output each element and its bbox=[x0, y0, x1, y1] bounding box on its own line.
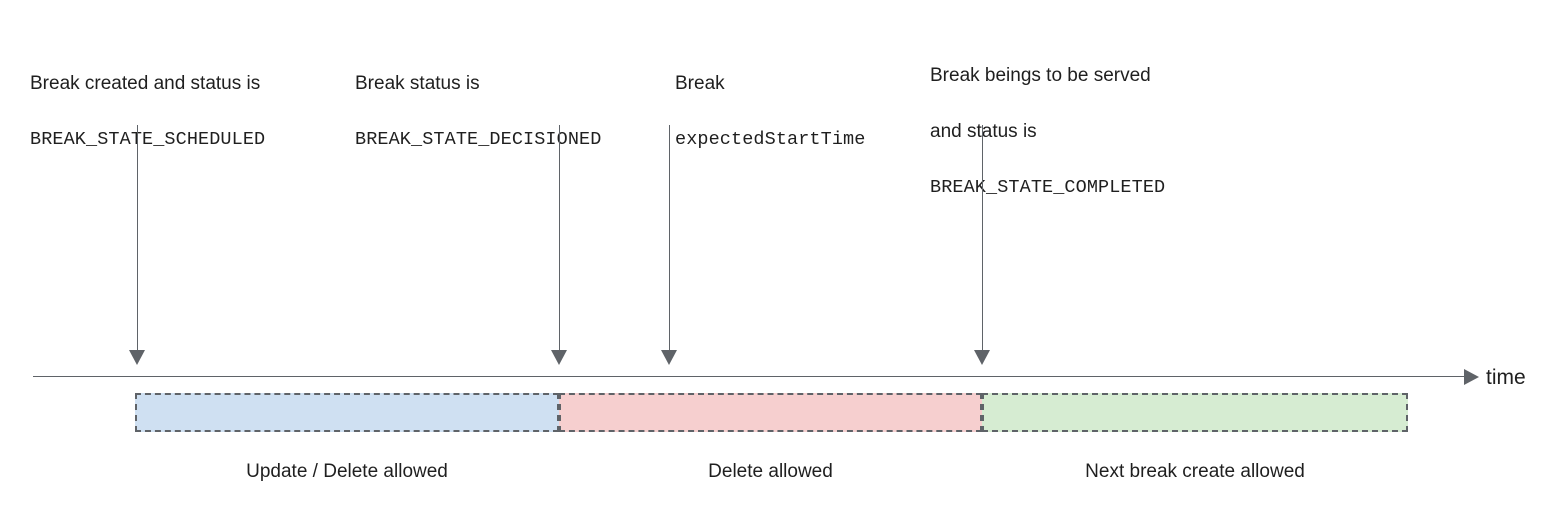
pointer-arrow-expected-start-time-line bbox=[669, 125, 670, 350]
phase-caption-delete-only: Delete allowed bbox=[708, 461, 833, 482]
annotation-expected-start-time-line2: expectedStartTime bbox=[675, 129, 866, 150]
pointer-arrow-expected-start-time-head bbox=[661, 350, 677, 365]
annotation-decisioned-line1: Break status is bbox=[355, 73, 480, 94]
annotation-completed-line3: BREAK_STATE_COMPLETED bbox=[930, 177, 1166, 198]
phase-caption-next-break: Next break create allowed bbox=[1085, 461, 1305, 482]
annotation-completed-line2: and status is bbox=[930, 121, 1037, 142]
pointer-arrow-completed-head bbox=[974, 350, 990, 365]
phase-bar-update-delete bbox=[135, 393, 559, 432]
phase-bar-next-break bbox=[982, 393, 1408, 432]
annotation-completed: Break beings to be served and status is … bbox=[930, 34, 1250, 230]
phase-bar-delete-only bbox=[559, 393, 982, 432]
time-axis-line bbox=[33, 376, 1465, 377]
annotation-decisioned-line2: BREAK_STATE_DECISIONED bbox=[355, 129, 602, 150]
pointer-arrow-decisioned-line bbox=[559, 125, 560, 350]
annotation-scheduled-line1: Break created and status is bbox=[30, 73, 261, 94]
annotation-expected-start-time-line1: Break bbox=[675, 73, 725, 94]
arrow-right-icon bbox=[1464, 369, 1479, 385]
annotation-expected-start-time: Break expectedStartTime bbox=[675, 42, 925, 182]
annotation-scheduled: Break created and status is BREAK_STATE_… bbox=[30, 42, 350, 182]
pointer-arrow-scheduled-head bbox=[129, 350, 145, 365]
phase-caption-update-delete: Update / Delete allowed bbox=[246, 461, 448, 482]
annotation-completed-line1: Break beings to be served bbox=[930, 65, 1151, 86]
time-axis-label: time bbox=[1486, 366, 1526, 389]
annotation-scheduled-line2: BREAK_STATE_SCHEDULED bbox=[30, 129, 266, 150]
pointer-arrow-decisioned-head bbox=[551, 350, 567, 365]
pointer-arrow-scheduled-line bbox=[137, 125, 138, 350]
pointer-arrow-completed-line bbox=[982, 125, 983, 350]
annotation-decisioned: Break status is BREAK_STATE_DECISIONED bbox=[355, 42, 655, 182]
